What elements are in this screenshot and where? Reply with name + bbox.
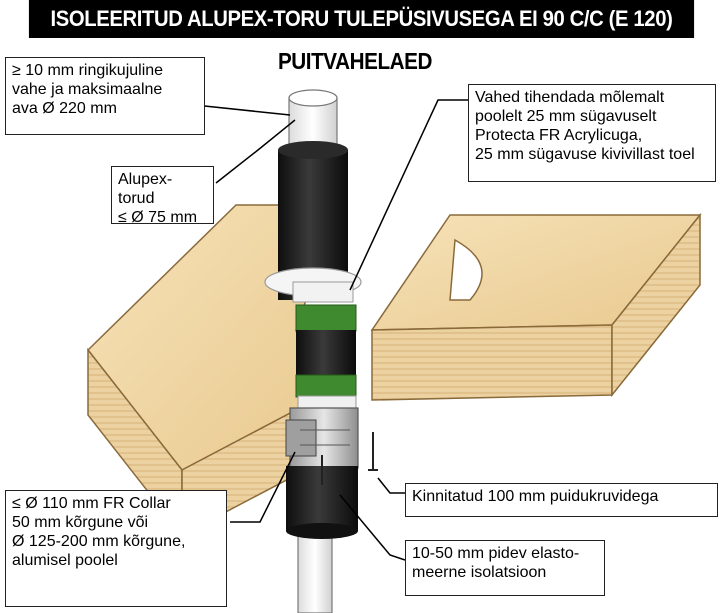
- diagram-title: ISOLEERITUD ALUPEX-TORU TULEPÜSIVUSEGA E…: [28, 0, 695, 38]
- insulation-middle: [296, 330, 356, 380]
- fr-collar: [285, 407, 359, 469]
- label-gap: ≥ 10 mm ringikujuline vahe ja maksimaaln…: [5, 57, 205, 135]
- label-pipes: Alupex-torud ≤ Ø 75 mm: [111, 166, 214, 226]
- label-seal: Vahed tihendada mõlemalt poolelt 25 mm s…: [468, 84, 716, 182]
- label-screws: Kinnitatud 100 mm puidukruvidega: [405, 483, 718, 517]
- label-insulation: 10-50 mm pidev elasto- meerne isolatsioo…: [405, 540, 605, 596]
- left-timber-block: [86, 204, 331, 538]
- screw-icon: [321, 432, 378, 485]
- right-block-front: [371, 324, 613, 401]
- right-block-side: [611, 212, 701, 398]
- diagram-subtitle: PUITVAHELAED: [277, 48, 433, 74]
- right-block-notch: [449, 238, 483, 301]
- right-timber-block: [370, 212, 702, 401]
- label-collar: ≤ Ø 110 mm FR Collar 50 mm kõrgune või Ø…: [5, 490, 227, 607]
- leader-lines: [165, 99, 470, 561]
- green-band-upper: [295, 304, 357, 332]
- pipe-top-end: [288, 89, 338, 107]
- green-band-lower: [295, 374, 357, 398]
